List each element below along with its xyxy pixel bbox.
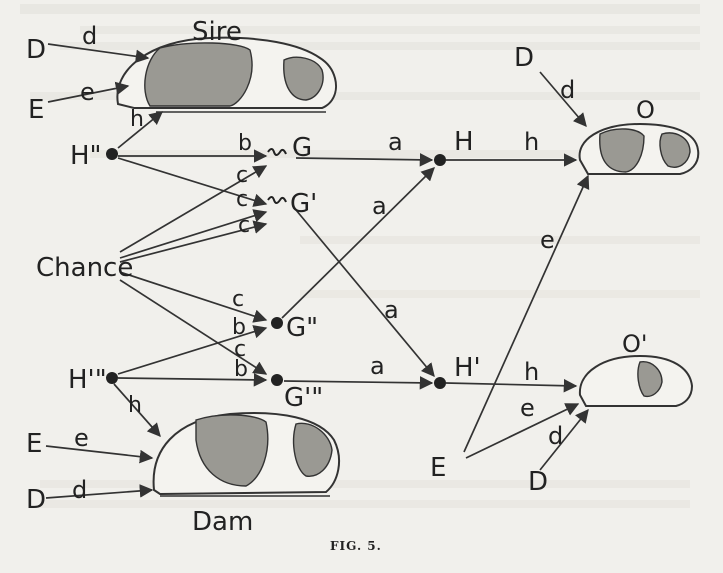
node-h-offspring-label: H [454,127,474,157]
path-e-oprime: e [520,394,535,422]
node-h-sire-dot [106,148,118,160]
path-b-gdprime: b [232,315,246,340]
path-h-oprime: h [524,358,539,386]
node-d-top-label: D [514,43,534,73]
sire-label: Sire [192,17,242,47]
path-h-sire: h [130,107,144,132]
path-c-gprime-2: c [238,213,250,238]
node-h-sire-label: H" [70,141,102,171]
path-c-gtprime: c [234,337,246,362]
node-h-offspring-dot [434,154,446,166]
dam-guinea-pig [152,412,341,497]
node-h-prime-offspring-dot [434,377,446,389]
path-d-sire: d [82,22,97,50]
path-a-gprime-hprime: a [384,296,399,324]
offspring-o-prime-label: O' [622,330,648,358]
node-e-bottom-label: E [430,453,446,483]
path-a-gdprime-h: a [372,192,387,220]
node-d-dam-label: D [26,485,46,515]
path-a-g-h: a [388,128,403,156]
node-g-tprime-dot [271,374,283,386]
offspring-o-guinea-pig [578,122,700,175]
path-c-gprime-1: c [236,187,248,212]
path-e-sire: e [80,78,95,106]
path-d-top: d [560,76,575,104]
path-b-g: b [238,131,252,156]
node-g-prime-label: G' [290,189,317,219]
path-d-dam: d [72,476,87,504]
g-prime-squiggle [267,196,287,204]
node-h-dam-dot [106,372,118,384]
node-g-dprime-dot [271,317,283,329]
node-e-sire-label: E [28,95,44,125]
node-g-tprime-label: G'" [284,383,323,413]
path-c-g: c [236,163,248,188]
path-b-gtprime: b [234,357,248,382]
node-d-bottom-label: D [528,467,548,497]
node-chance-label: Chance [36,253,133,283]
path-d-oprime: d [548,422,563,450]
sire-guinea-pig [116,36,337,113]
path-e-dam: e [74,424,89,452]
dam-label: Dam [192,507,253,537]
path-a-gtprime-hprime: a [370,352,385,380]
offspring-o-prime-guinea-pig [578,354,694,407]
node-g-label: G [292,133,312,163]
node-h-dam-label: H'" [68,365,107,395]
g-squiggle [267,148,287,156]
path-c-gdprime: c [232,287,244,312]
offspring-o-label: O [636,96,655,124]
node-e-dam-label: E [26,429,42,459]
node-h-prime-offspring-label: H' [454,353,481,383]
path-e-o: e [540,226,555,254]
figure-caption: FIG. 5. [330,539,382,553]
node-g-dprime-label: G" [286,313,318,343]
arrows [45,43,590,499]
node-d-sire-label: D [26,35,46,65]
path-h-o: h [524,128,539,156]
path-h-dam: h [128,393,142,418]
